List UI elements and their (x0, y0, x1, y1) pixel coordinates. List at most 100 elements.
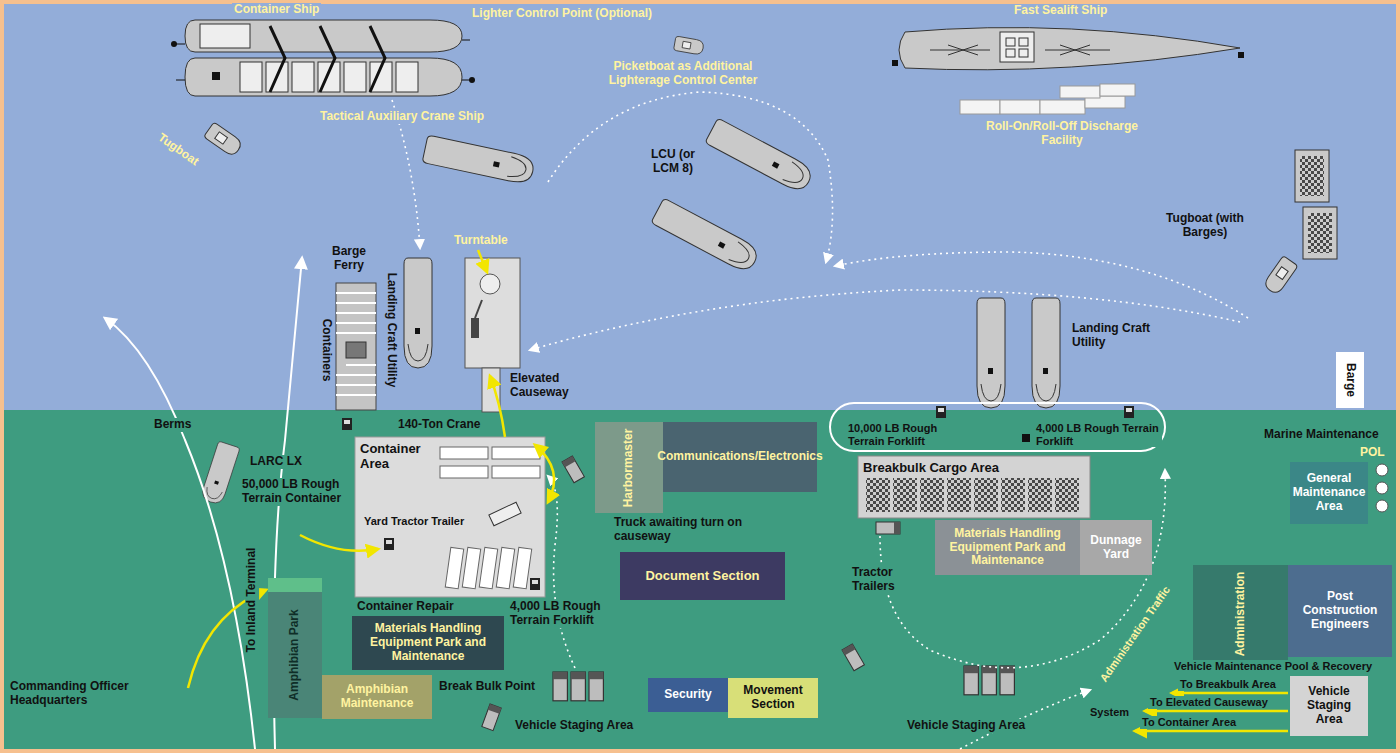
map-label: To Inland Terminal (245, 546, 259, 655)
container-area (496, 547, 514, 588)
container-area (479, 547, 497, 588)
map-label: Containers (319, 317, 333, 384)
area-label: Communications/Electronics (657, 450, 822, 464)
barge-ferry (336, 293, 376, 395)
landing-craft (404, 258, 432, 368)
map-label: Vehicle Staging Area (513, 719, 635, 733)
pol-tanks (1376, 500, 1388, 512)
forklift-track (830, 403, 1165, 451)
breakbulk-area (1055, 478, 1079, 512)
forklift (1124, 406, 1134, 418)
area-box: Movement Section (728, 678, 818, 718)
fast-sealift-ship (899, 28, 1240, 70)
forklift (384, 538, 394, 550)
breakbulk-area (1028, 478, 1052, 512)
staged-vehicles (982, 666, 996, 695)
map-label: 140-Ton Crane (396, 418, 482, 432)
fast-sealift-ship (1006, 49, 1015, 57)
area-label: Dunnage Yard (1084, 534, 1148, 562)
map-label: LARC LX (248, 455, 304, 469)
area-box: Barge (1336, 352, 1364, 408)
map-label: Yard Tractor Trailer (362, 515, 466, 528)
forklift (530, 578, 540, 590)
breakbulk-area (858, 456, 1090, 518)
area-label: Vehicle Staging Area (1294, 685, 1364, 726)
elevated-causeway (465, 258, 520, 368)
traffic-routes (835, 252, 1248, 318)
traffic-routes (548, 476, 575, 668)
staged-vehicles (571, 672, 585, 701)
fast-sealift-ship (930, 45, 1110, 55)
area-label: Post Construction Engineers (1292, 590, 1388, 631)
area-box: Amphibian Park (268, 578, 322, 718)
fast-sealift-ship (1019, 49, 1028, 57)
landing-craft (651, 198, 761, 274)
forklift (936, 406, 946, 418)
area-label: Movement Section (732, 684, 814, 712)
map-label: Container Repair (355, 600, 456, 614)
fast-sealift-ship (892, 60, 898, 66)
container-area (492, 447, 540, 459)
map-label: POL (1358, 446, 1387, 460)
container-area (445, 547, 463, 588)
container-area (440, 466, 488, 478)
fast-sealift-ship (1006, 38, 1015, 46)
barges (1308, 213, 1332, 253)
fast-sealift-ship (1000, 100, 1040, 114)
container-ship (344, 62, 366, 92)
map-label: System (1088, 706, 1131, 719)
fast-sealift-ship (1000, 32, 1034, 62)
map-label: Lighter Control Point (Optional) (470, 7, 654, 21)
area-box: Amphibian Maintenance (322, 675, 432, 719)
area-box: Post Construction Engineers (1288, 565, 1392, 657)
elevated-causeway (471, 318, 479, 338)
area-label: Amphibian Maintenance (326, 683, 428, 711)
map-label: 50,000 LB Rough Terrain Container (240, 478, 348, 506)
map-label: Container Ship (232, 3, 321, 17)
yellow-arrows (535, 445, 554, 502)
container-ship (240, 62, 262, 92)
map-label: Vehicle Maintenance Pool & Recovery (1172, 660, 1374, 673)
forklift (342, 418, 352, 430)
yellow-arrows (490, 376, 505, 437)
barges (1303, 207, 1337, 259)
area-box: Security (648, 678, 728, 712)
map-label: To Breakbulk Area (1178, 678, 1278, 691)
barges (1295, 150, 1329, 202)
area-label: Amphibian Park (288, 609, 302, 700)
container-ship (292, 62, 314, 92)
map-label: Landing Craft Utility (384, 271, 398, 390)
map-label: Landing Craft Utility (1070, 322, 1160, 350)
map-label: To Elevated Causeway (1148, 696, 1270, 709)
container-ship (240, 62, 418, 92)
yellow-arrows (1135, 730, 1288, 733)
tugboat (1263, 256, 1298, 296)
yellow-arrows (1145, 710, 1288, 713)
container-ship (200, 24, 250, 48)
area-label: Materials Handling Equipment Park and Ma… (939, 527, 1076, 568)
map-label: Turntable (452, 234, 510, 248)
fast-sealift-ship (892, 28, 1244, 114)
map-label: To Container Area (1140, 716, 1238, 729)
breakbulk-area (974, 478, 998, 512)
yellow-arrows (1172, 692, 1288, 695)
area-box: Administration (1193, 565, 1288, 662)
map-label: Picketboat as Additional Lighterage Cont… (588, 60, 778, 88)
area-box: Breakbulk Cargo Area (858, 456, 1090, 518)
tractor-trailer (876, 522, 900, 534)
crane-ship (422, 135, 535, 185)
map-label: Elevated Causeway (508, 372, 588, 400)
truck (482, 704, 501, 731)
container-ship (270, 26, 385, 92)
fast-sealift-ship (1100, 84, 1135, 96)
pol-tanks (1376, 464, 1388, 512)
area-box: Vehicle Staging Area (1290, 676, 1368, 736)
barge-ferry (336, 283, 376, 410)
container-ship (396, 62, 418, 92)
container-ship (171, 41, 177, 47)
barges (1300, 156, 1324, 196)
area-box: Materials Handling Equipment Park and Ma… (935, 520, 1080, 575)
area-label: Security (664, 688, 711, 702)
